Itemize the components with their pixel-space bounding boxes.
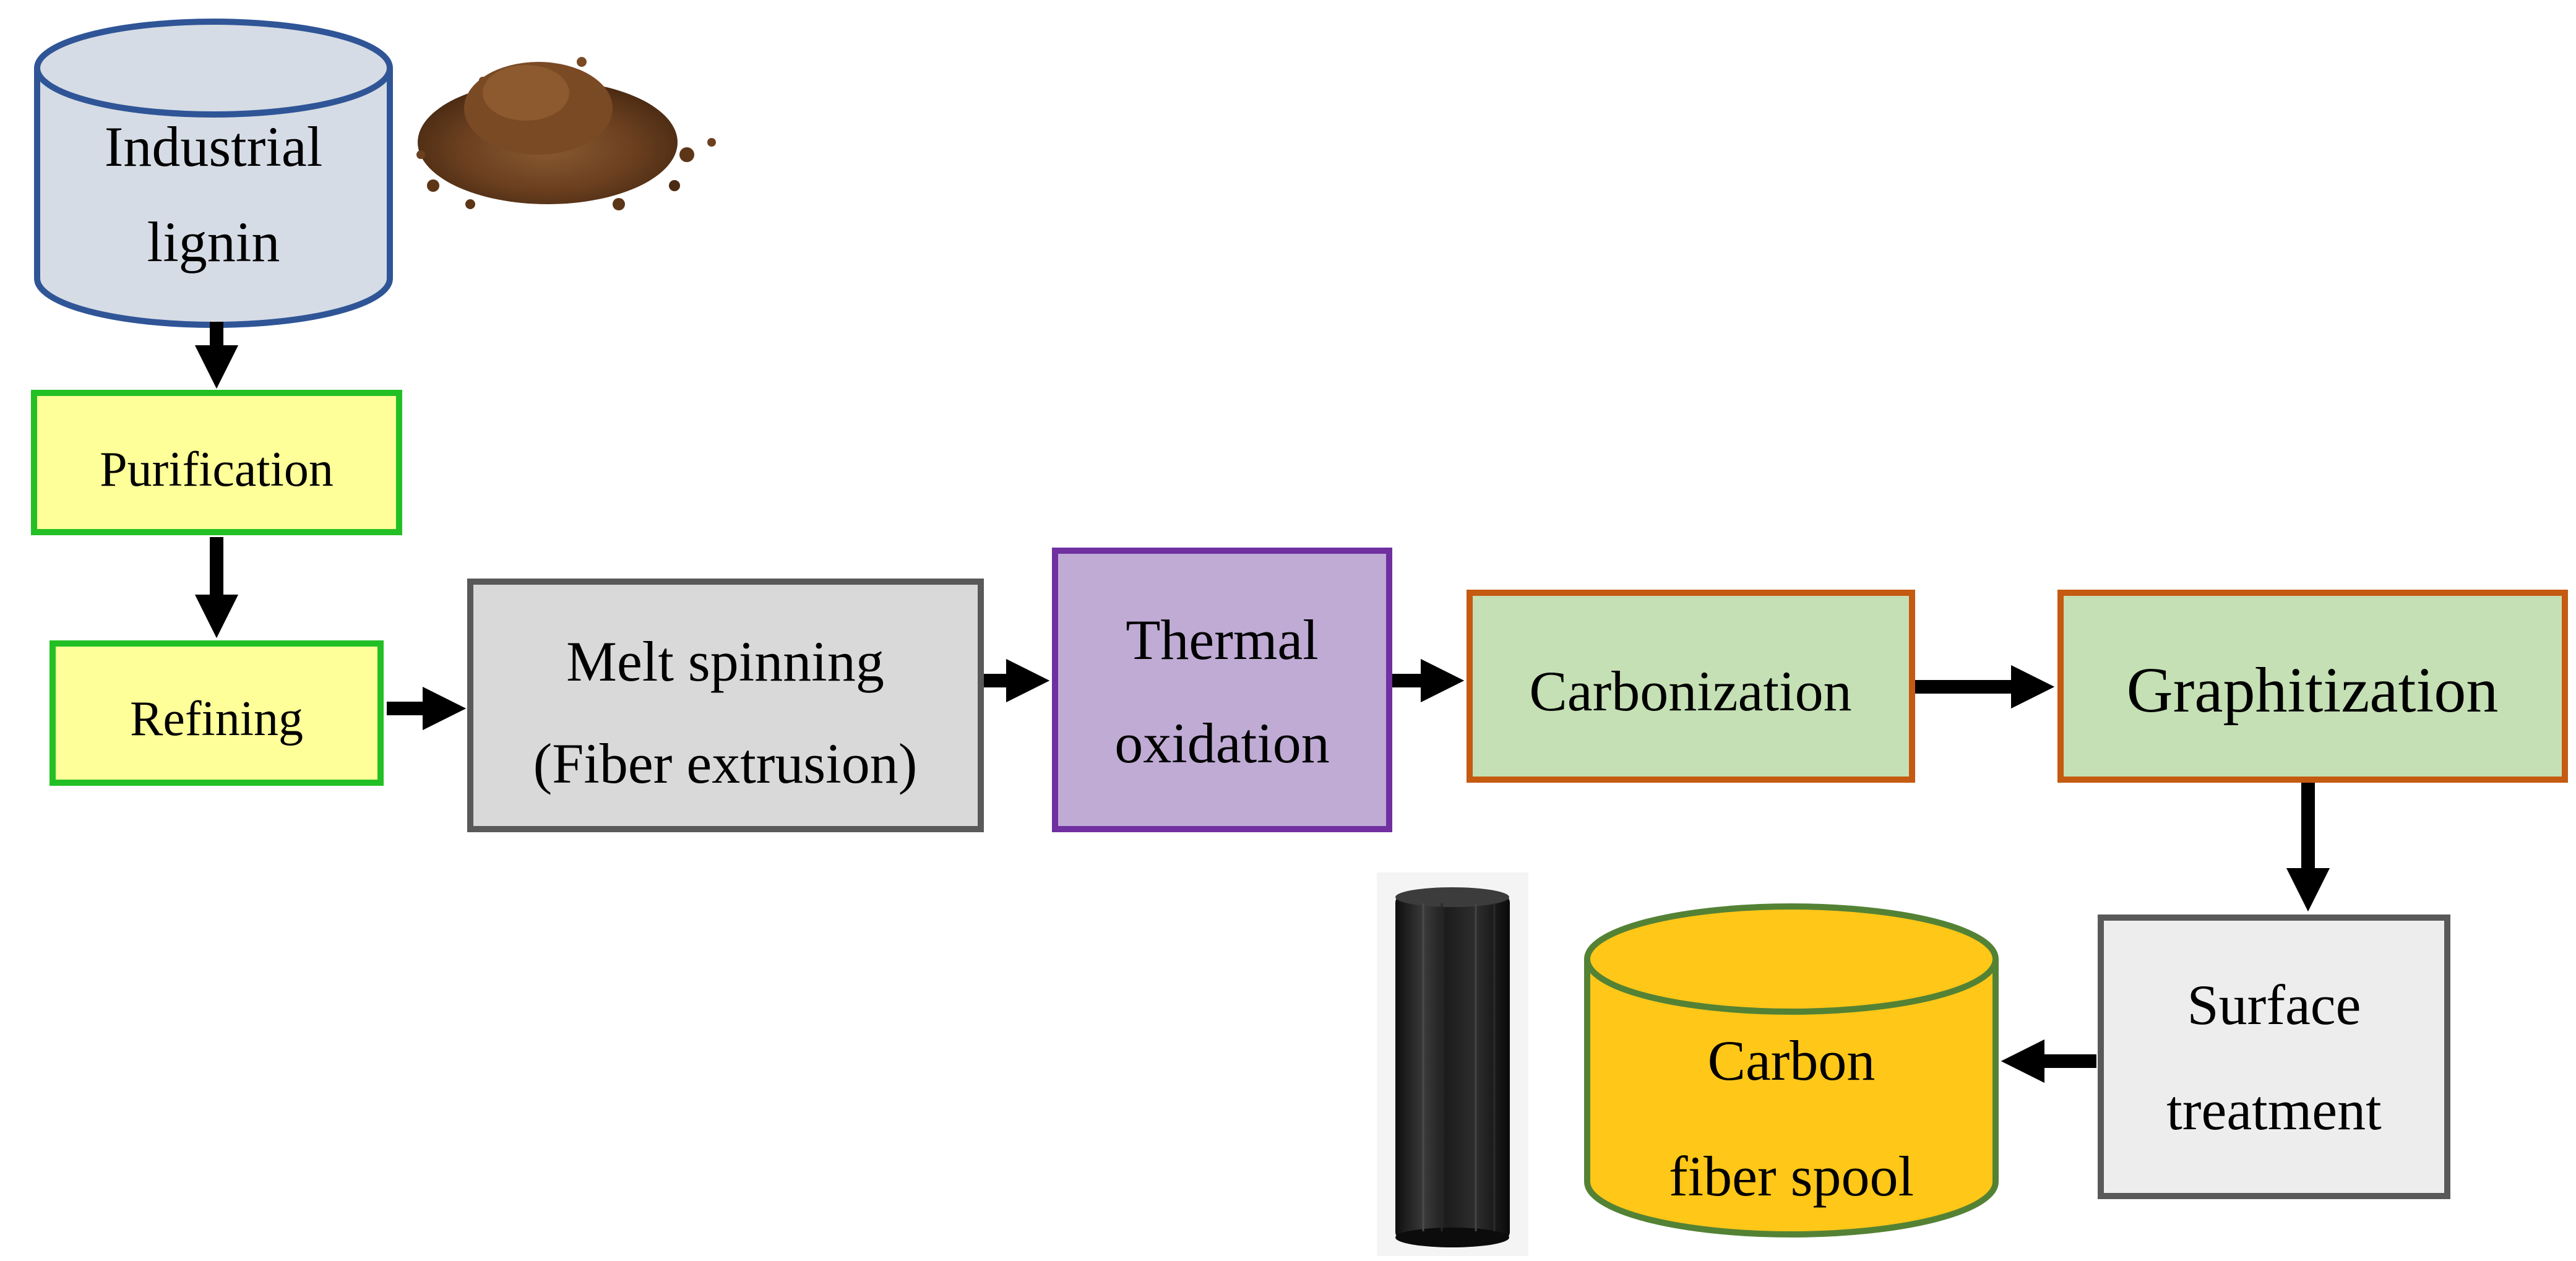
thermal-oxidation-label-line1: Thermal <box>1126 608 1319 671</box>
industrial-lignin-label-line1: Industrial <box>105 115 323 178</box>
flow-arrows <box>194 322 2330 1083</box>
purification-label: Purification <box>100 442 334 497</box>
industrial-lignin-label-line2: lignin <box>147 210 280 273</box>
thermal-oxidation-box <box>1052 548 1392 832</box>
melt-spinning-label-line2: (Fiber extrusion) <box>533 732 918 795</box>
surface-treatment-node: Surface treatment <box>2098 915 2450 1199</box>
refining-box <box>50 640 384 786</box>
graphitization-box <box>2057 590 2568 783</box>
carbonization-box <box>1467 590 1915 783</box>
surface-treatment-label-line1: Surface <box>2187 973 2361 1036</box>
industrial-lignin-cylinder-top <box>34 19 393 118</box>
graphitization-label: Graphitization <box>2127 655 2499 726</box>
melt-spinning-node: Melt spinning (Fiber extrusion) <box>467 579 984 832</box>
purification-node: Purification <box>31 390 402 535</box>
carbonization-label: Carbonization <box>1529 660 1851 723</box>
surface-treatment-label-line2: treatment <box>2166 1078 2382 1142</box>
refining-label: Refining <box>130 692 303 746</box>
carbon-fiber-spool-photo <box>1377 872 1528 1256</box>
melt-spinning-label-line1: Melt spinning <box>566 630 884 693</box>
thermal-oxidation-label-line2: oxidation <box>1114 712 1330 775</box>
carbon-fiber-spool-cylinder-top <box>1584 903 1999 1015</box>
industrial-lignin-node: Industrial lignin <box>34 19 393 328</box>
purification-box <box>31 390 402 535</box>
carbon-fiber-spool-node: Carbon fiber spool <box>1584 903 1999 1237</box>
carbon-fiber-spool-label-line2: fiber spool <box>1669 1145 1914 1208</box>
thermal-oxidation-node: Thermal oxidation <box>1052 548 1392 832</box>
graphitization-node: Graphitization <box>2057 590 2568 783</box>
carbon-fiber-spool-cylinder-body <box>1584 959 1999 1237</box>
refining-node: Refining <box>50 640 384 786</box>
melt-spinning-box <box>467 579 984 832</box>
carbonization-node: Carbonization <box>1467 590 1915 783</box>
carbon-fiber-spool-label-line1: Carbon <box>1708 1029 1876 1092</box>
surface-treatment-box <box>2098 915 2450 1199</box>
lignin-powder-icon <box>416 57 716 210</box>
